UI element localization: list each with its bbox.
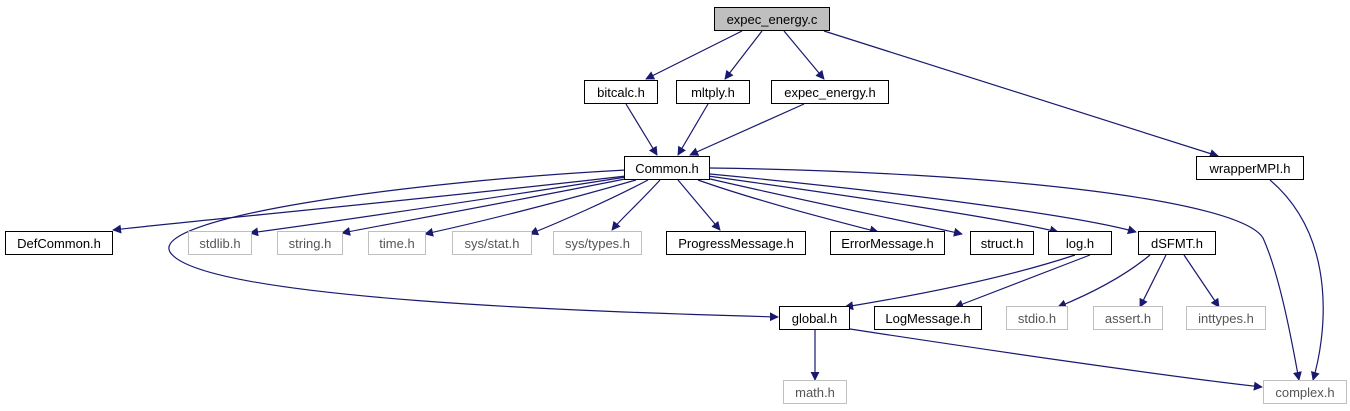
edge-root-mltply xyxy=(724,30,763,80)
edge-common-global xyxy=(168,169,779,322)
node-logmessage-h[interactable]: LogMessage.h xyxy=(874,306,982,330)
edge-bitcalc-common xyxy=(625,103,658,156)
edge-root-bitcalc xyxy=(645,30,743,80)
node-mltply-h[interactable]: mltply.h xyxy=(676,80,750,104)
edge-root-expec-energy-h xyxy=(783,30,825,80)
node-sys-types-h[interactable]: sys/types.h xyxy=(553,231,642,255)
edge-common-complex xyxy=(709,167,1302,381)
node-errormessage-h[interactable]: ErrorMessage.h xyxy=(830,231,945,255)
edge-common-systypes xyxy=(611,179,661,231)
node-wrappermpi-h[interactable]: wrapperMPI.h xyxy=(1196,156,1304,180)
node-sys-stat-h[interactable]: sys/stat.h xyxy=(452,231,532,255)
node-inttypes-h[interactable]: inttypes.h xyxy=(1186,306,1266,330)
edge-dsfmt-assert xyxy=(1139,254,1167,308)
edge-mltply-common xyxy=(677,103,709,156)
node-common-h[interactable]: Common.h xyxy=(624,156,710,180)
node-time-h[interactable]: time.h xyxy=(368,231,426,255)
node-log-h[interactable]: log.h xyxy=(1048,231,1112,255)
edge-dsfmt-inttypes xyxy=(1183,254,1220,308)
edge-common-stdlib xyxy=(249,176,627,237)
node-string-h[interactable]: string.h xyxy=(277,231,343,255)
node-defcommon-h[interactable]: DefCommon.h xyxy=(5,231,113,255)
node-expec-energy-c[interactable]: expec_energy.c xyxy=(714,7,830,31)
edge-common-string xyxy=(341,177,631,236)
node-dsfmt-h[interactable]: dSFMT.h xyxy=(1138,231,1216,255)
edge-common-defcommon xyxy=(112,175,627,234)
node-global-h[interactable]: global.h xyxy=(779,306,850,330)
node-stdio-h[interactable]: stdio.h xyxy=(1006,306,1068,330)
edge-common-sysstat xyxy=(529,179,649,236)
node-math-h[interactable]: math.h xyxy=(783,380,847,404)
edge-common-dsfmt xyxy=(709,173,1137,235)
node-assert-h[interactable]: assert.h xyxy=(1093,306,1163,330)
node-expec-energy-h[interactable]: expec_energy.h xyxy=(771,80,889,104)
edge-wrappermpi-complex xyxy=(1269,179,1324,381)
node-progressmessage-h[interactable]: ProgressMessage.h xyxy=(666,231,806,255)
node-bitcalc-h[interactable]: bitcalc.h xyxy=(584,80,658,104)
edge-common-log xyxy=(707,175,1059,235)
edge-global-complex xyxy=(849,328,1263,391)
edge-common-progressmessage xyxy=(677,179,721,231)
edge-log-logmessage xyxy=(954,254,1091,309)
node-stdlib-h[interactable]: stdlib.h xyxy=(188,231,252,255)
edge-common-time xyxy=(424,179,637,237)
edge-common-errormessage xyxy=(697,179,879,235)
edge-expec-energy-h-common xyxy=(689,103,805,156)
edge-common-struct xyxy=(705,177,963,237)
edge-dsfmt-stdio xyxy=(1057,254,1151,309)
edge-root-wrappermpi xyxy=(823,30,1219,158)
edge-log-global xyxy=(844,254,1076,311)
node-complex-h[interactable]: complex.h xyxy=(1263,380,1347,404)
node-struct-h[interactable]: struct.h xyxy=(970,231,1034,255)
